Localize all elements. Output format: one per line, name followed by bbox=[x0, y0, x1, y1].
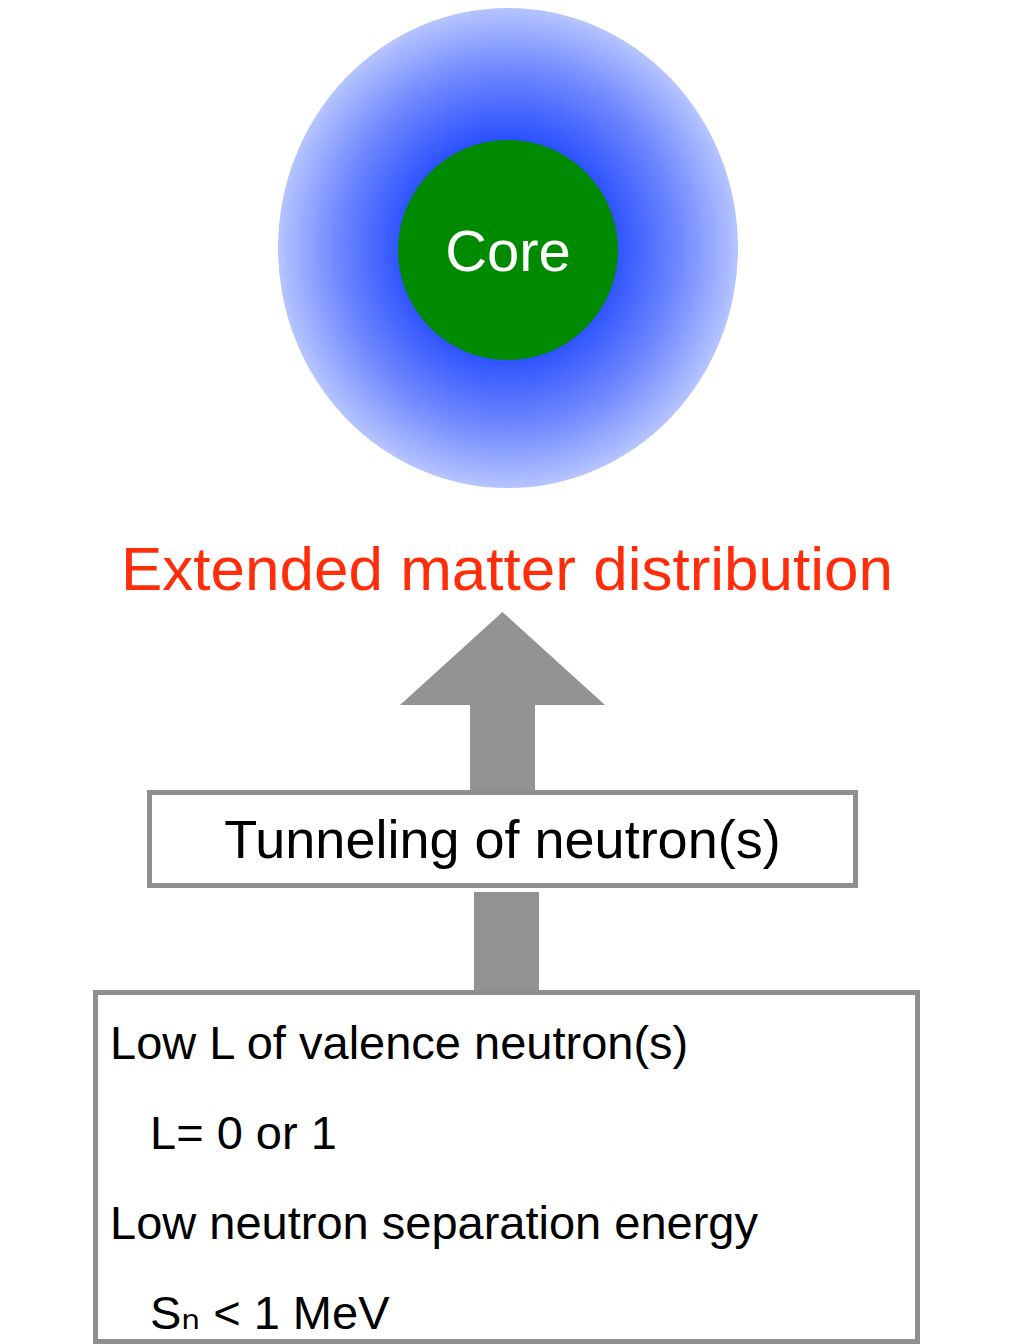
arrow-shaft bbox=[474, 892, 539, 990]
result-text-node: Extended matter distribution bbox=[0, 530, 1014, 608]
node-text: Extended matter distribution bbox=[121, 530, 893, 608]
block-arrow bbox=[400, 612, 605, 790]
arrow-head bbox=[400, 612, 605, 705]
node-text: Tunneling of neutron(s) bbox=[224, 808, 780, 870]
block-arrow bbox=[506, 892, 507, 990]
node-text: Core bbox=[445, 217, 571, 284]
process-box: Tunneling of neutron(s) bbox=[147, 790, 858, 888]
condition-value: Sₙ < 1 MeV bbox=[150, 1268, 389, 1344]
condition-text: Low L of valence neutron(s) bbox=[110, 998, 688, 1088]
arrow-shaft bbox=[470, 705, 535, 790]
condition-box: Low L of valence neutron(s)L= 0 or 1Low … bbox=[93, 990, 920, 1344]
condition-value: L= 0 or 1 bbox=[150, 1088, 337, 1178]
neutron-halo bbox=[278, 8, 738, 488]
core-circle: Core bbox=[398, 140, 618, 360]
condition-text: Low neutron separation energy bbox=[110, 1178, 758, 1268]
